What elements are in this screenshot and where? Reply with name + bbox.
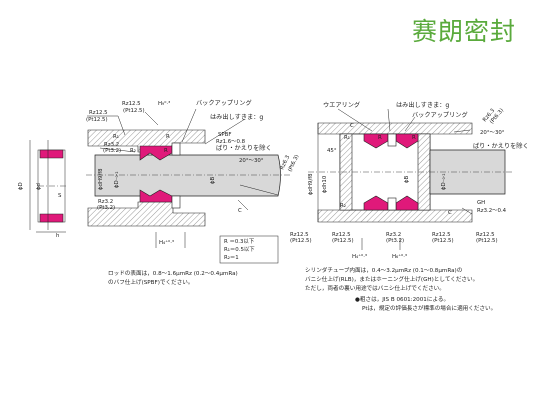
right-seal-bottom-1 (363, 195, 389, 211)
left-rod (94, 154, 281, 197)
r-table-row-2: R₁＝0.5以下 (224, 246, 255, 253)
rz16-label: Rz1.6〜0.8 (216, 139, 246, 145)
angle45-label: 45° (327, 148, 337, 154)
c-label-r-top: C (350, 123, 354, 129)
dia-d-label: ϕD (18, 182, 24, 190)
seal-profile-small (29, 140, 66, 233)
left-note-line-2: のバフ仕上げ(SPBF)でください。 (108, 278, 193, 286)
right-diagram: ウエアリング はみ出しすきま：g バックアップリング Rz6.3 (Pt6.3)… (290, 101, 529, 312)
rz125-d-r: Rz12.5 (476, 232, 495, 238)
r-label: R (166, 134, 170, 140)
pt125-d-r: (Pt12.5) (476, 238, 498, 244)
rz125-a: Rz12.5 (89, 110, 108, 116)
footnote-line-2: Ptは，規定の評価長さが標準の場合に適用ください。 (362, 304, 496, 312)
left-backup-bottom (171, 195, 181, 209)
r-label-r-2: R (412, 135, 416, 141)
pt32-b-r: (Pt3.2) (386, 238, 404, 244)
dia-dh10-label: ϕdh10 (322, 175, 328, 193)
dia-dh9-label-r: ϕdH9/f8 (308, 173, 314, 195)
rz32-label: Rz3.2 (104, 142, 119, 148)
dia-b-label: ϕB (210, 176, 216, 184)
pt125-b: (Pt12.5) (123, 108, 145, 114)
deburr-label: ばり・かえりを除く (216, 144, 272, 152)
r1-label-r: R₁ (344, 135, 350, 141)
rz32-b-r: Rz3.2 (386, 232, 401, 238)
rz32-label-r: Rz3.2〜0.4 (477, 208, 507, 214)
r2-label-r: R₂ (340, 203, 346, 209)
wear-ring-label: ウエアリング (323, 101, 360, 109)
pt32-b: (Pt3.2) (97, 205, 115, 211)
left-note-line-1: ロッドの表面は，0.8〜1.6μmRz (0.2〜0.4μmRa) (108, 269, 238, 277)
c-label: C (238, 208, 242, 214)
r1-label: R₁ (113, 134, 119, 140)
h6-label-r: H₆⁺⁰·³ (392, 253, 407, 260)
s-label: S (58, 193, 62, 199)
r2-label: R₂ (130, 148, 136, 154)
dia-d-tol-label-r: ϕD₋₀·₂ (441, 173, 447, 190)
angle-label-r: 20°〜30° (480, 130, 505, 136)
r-label-r-1: R (378, 135, 382, 141)
right-seal-top-1 (363, 133, 389, 149)
dia-b-label-r: ϕB (404, 175, 410, 183)
deburr-label-r: ばり・かえりを除く (473, 142, 529, 150)
r-label-2: R (164, 148, 168, 154)
r-table: R ＝0.3以下 R₁＝0.5以下 R₂＝1 (219, 235, 279, 264)
pt125-b-r: (Pt12.5) (332, 238, 354, 244)
dia-d-tol-label: ϕD₋₀·₂ (114, 171, 120, 188)
rz63-label: Rz6.3 (279, 155, 291, 171)
footnote-line-1: ●粗さは，JIS B 0601:2001による。 (355, 295, 449, 303)
gh-label: GH (477, 200, 485, 206)
pt125-c-r: (Pt12.5) (432, 238, 454, 244)
right-note-line-2: バニシ仕上げ(RLB)，またはホーニング仕上げ(GH)としてください。 (305, 275, 478, 283)
h4-label: H₄⁺⁰·³ (159, 239, 174, 246)
rz125-b: Rz12.5 (122, 101, 141, 107)
left-backup-top (171, 142, 181, 156)
left-diagram: ϕD ϕd h S Rz12.5 (Pt12.5) Rz12.5 (Pt12.5… (18, 99, 300, 286)
right-note-line-1: シリンダチューブ内面は，0.4〜3.2μmRz (0.1〜0.8μmRa)の (305, 266, 463, 274)
pt125-a-r: (Pt12.5) (290, 238, 312, 244)
rz32-b: Rz3.2 (98, 199, 113, 205)
r-table-row-1: R ＝0.3以下 (224, 238, 255, 245)
right-note-line-3: ただし，両者の裏い用途ではバニシ仕上げでください。 (305, 284, 445, 292)
backup-ring-label-r: バックアップリング (412, 111, 468, 119)
spbf-label: SPBF (218, 132, 231, 138)
rz125-c-r: Rz12.5 (432, 232, 451, 238)
protrusion-label: はみ出しすきま：g (210, 113, 263, 121)
tube-top-wall (317, 122, 473, 135)
backup-ring-label: バックアップリング (196, 99, 252, 107)
r-table-row-3: R₂＝1 (224, 255, 239, 261)
brand-title: 赛朗密封 (412, 17, 517, 46)
pt32-label: (Pt3.2) (103, 148, 121, 154)
c-label-r-bottom: C (448, 210, 452, 216)
dia-dh-label: ϕd (36, 183, 42, 190)
pt125-a: (Pt12.5) (86, 117, 108, 123)
angle-label: 20°〜30° (239, 158, 264, 164)
dia-h9-label: ϕdH9/f8 (98, 168, 104, 190)
h4-label-r: H₄⁺⁰·³ (352, 253, 367, 260)
h9-label: H₉⁰·³ (158, 100, 170, 107)
left-housing (87, 129, 206, 227)
protrusion-label-r: はみ出しすきま：g (396, 101, 449, 109)
rz125-b-r: Rz12.5 (332, 232, 351, 238)
h-label: h (56, 233, 59, 239)
rz125-a-r: Rz12.5 (290, 232, 309, 238)
